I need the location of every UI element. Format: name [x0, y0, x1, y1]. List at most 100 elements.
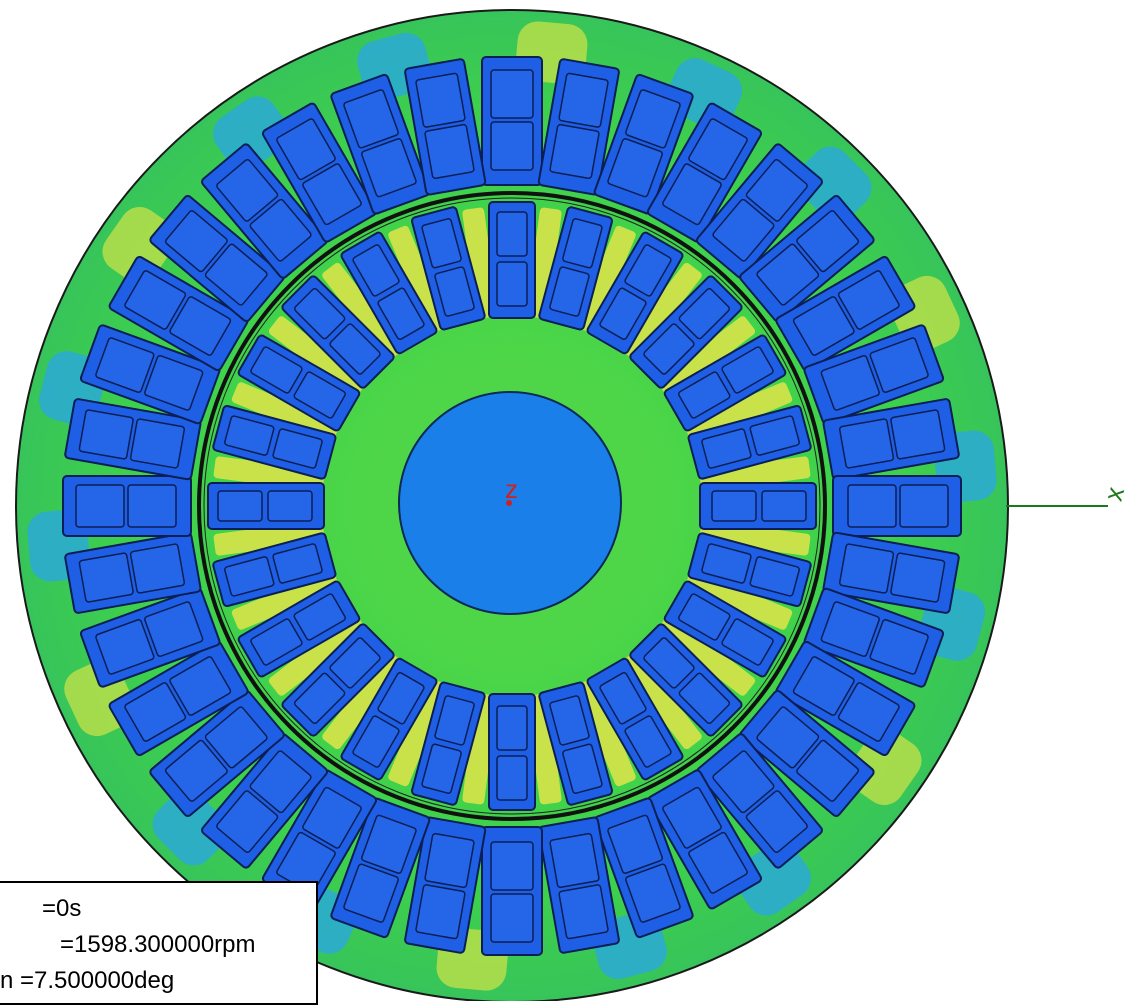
- stator-coil-outer: [124, 270, 187, 330]
- x-axis-label: x: [1098, 484, 1128, 504]
- stator-coil-outer: [78, 552, 134, 603]
- rotor-bar-outer: [224, 415, 275, 456]
- stator-coil-inner: [662, 786, 722, 849]
- rotor-tooth-patch: [575, 678, 636, 787]
- rotor-bar-outer: [293, 287, 346, 340]
- rotor-bar-inner: [643, 637, 695, 689]
- rotor-bar-inner: [678, 371, 731, 419]
- stator-coil-outer: [688, 831, 748, 894]
- stator-coil-outer: [276, 118, 336, 181]
- stator-coil-outer: [216, 790, 279, 854]
- stator-coil-outer: [796, 210, 860, 273]
- stator-coil-inner: [127, 484, 177, 528]
- rotor-bar-inner: [434, 695, 475, 746]
- rotor-tooth-patch: [231, 569, 340, 630]
- rotor-bar-outer: [352, 715, 400, 768]
- rotor-tooth-patch: [322, 262, 404, 361]
- stator-coil-outer: [899, 484, 949, 528]
- rotor-bar-inner: [293, 593, 346, 641]
- stator-field-patch: [796, 146, 872, 222]
- stator-coil-inner: [129, 543, 186, 594]
- stator-coil-outer: [343, 89, 399, 149]
- rotor-bar-outer: [562, 218, 603, 269]
- stator-coil-inner: [490, 841, 534, 891]
- rotor-bar-outer: [749, 415, 800, 456]
- stator-coil-outer: [625, 863, 681, 923]
- stator-coil-inner: [204, 706, 268, 769]
- rotor-bar-inner: [549, 695, 590, 746]
- stator-field-patch: [212, 96, 290, 171]
- rotor-bar-inner: [496, 705, 528, 751]
- rotor-tooth-patch: [684, 382, 793, 443]
- rotor-slots: [207, 201, 817, 811]
- stator-coil-outer: [745, 158, 808, 222]
- rotor-bar-inner: [711, 490, 757, 522]
- stator-coil-inner: [838, 543, 895, 594]
- rotor-bar-inner: [678, 593, 731, 641]
- stator-coil-outer: [164, 739, 228, 802]
- stator-coil-inner: [847, 484, 897, 528]
- stator-coil-outer: [78, 409, 134, 460]
- rotor-bar-inner: [377, 287, 425, 340]
- rotor-bar-outer: [749, 556, 800, 597]
- stator-coil-inner: [424, 832, 475, 889]
- rotor-bar-outer: [678, 672, 731, 725]
- rotor-tooth-patch: [322, 651, 404, 750]
- stator-field-patch: [102, 206, 177, 284]
- stator-coil-inner: [838, 418, 895, 469]
- stator-coil-outer: [343, 863, 399, 923]
- rotor-bar-outer: [293, 672, 346, 725]
- stator-coil-inner: [756, 706, 820, 769]
- rotor-bar-inner: [293, 371, 346, 419]
- stator-coil-outer: [837, 682, 900, 742]
- rotor-tooth-patch: [231, 382, 340, 443]
- stator-coil-outer: [890, 552, 946, 603]
- rotor-tooth-patch: [268, 316, 367, 398]
- rotor-tooth-patch: [388, 225, 449, 334]
- rotor-bar-outer: [217, 490, 263, 522]
- rotor-tooth-patch: [268, 614, 367, 696]
- rotor-tooth-patch: [657, 316, 756, 398]
- stator-coil-outer: [164, 210, 228, 273]
- stator-coil-outer: [625, 89, 681, 149]
- rotor-bar-outer: [496, 755, 528, 801]
- position-readout: n =7.500000deg: [0, 967, 175, 994]
- rotor-tooth-patch: [620, 651, 702, 750]
- rotor-bar-outer: [624, 715, 672, 768]
- rotor-bar-outer: [250, 618, 303, 666]
- stator-coil-outer: [890, 409, 946, 460]
- rotor-bar-inner: [496, 261, 528, 307]
- stator-coil-inner: [549, 832, 600, 889]
- stator-coil-outer: [75, 484, 125, 528]
- stator-coil-outer: [869, 337, 929, 393]
- stator-coil-outer: [415, 72, 466, 128]
- stator-coil-outer: [837, 270, 900, 330]
- stator-coil-inner: [792, 656, 855, 716]
- stator-coil-inner: [302, 786, 362, 849]
- rotor-bar-outer: [678, 287, 731, 340]
- rotor-tooth-patch: [657, 614, 756, 696]
- rotor-tooth-patch: [388, 678, 449, 787]
- info-box: =0s =1598.300000rpm n =7.500000deg: [0, 881, 318, 1005]
- stator-coil-inner: [144, 355, 204, 411]
- stator-coil-outer: [558, 884, 609, 940]
- stator-coil-outer: [558, 72, 609, 128]
- rotor-bar-inner: [599, 672, 647, 725]
- rotor-tooth-patch: [620, 262, 702, 361]
- stator-coil-outer: [688, 118, 748, 181]
- rotor-bar-inner: [267, 490, 313, 522]
- rotor-bar-outer: [224, 556, 275, 597]
- rotor-tooth-patch: [684, 569, 793, 630]
- stator-coil-inner: [169, 296, 232, 356]
- origin-marker: [506, 500, 512, 506]
- stator-coil-outer: [95, 619, 155, 675]
- stator-coil-inner: [169, 656, 232, 716]
- stator-coil-inner: [662, 163, 722, 226]
- rotor-bar-inner: [599, 287, 647, 340]
- rotor-bar-inner: [329, 323, 381, 375]
- rotor-bar-outer: [421, 743, 462, 794]
- stator-coil-outer: [490, 893, 534, 943]
- rotor-bar-outer: [352, 244, 400, 297]
- stator-coil-inner: [607, 138, 663, 198]
